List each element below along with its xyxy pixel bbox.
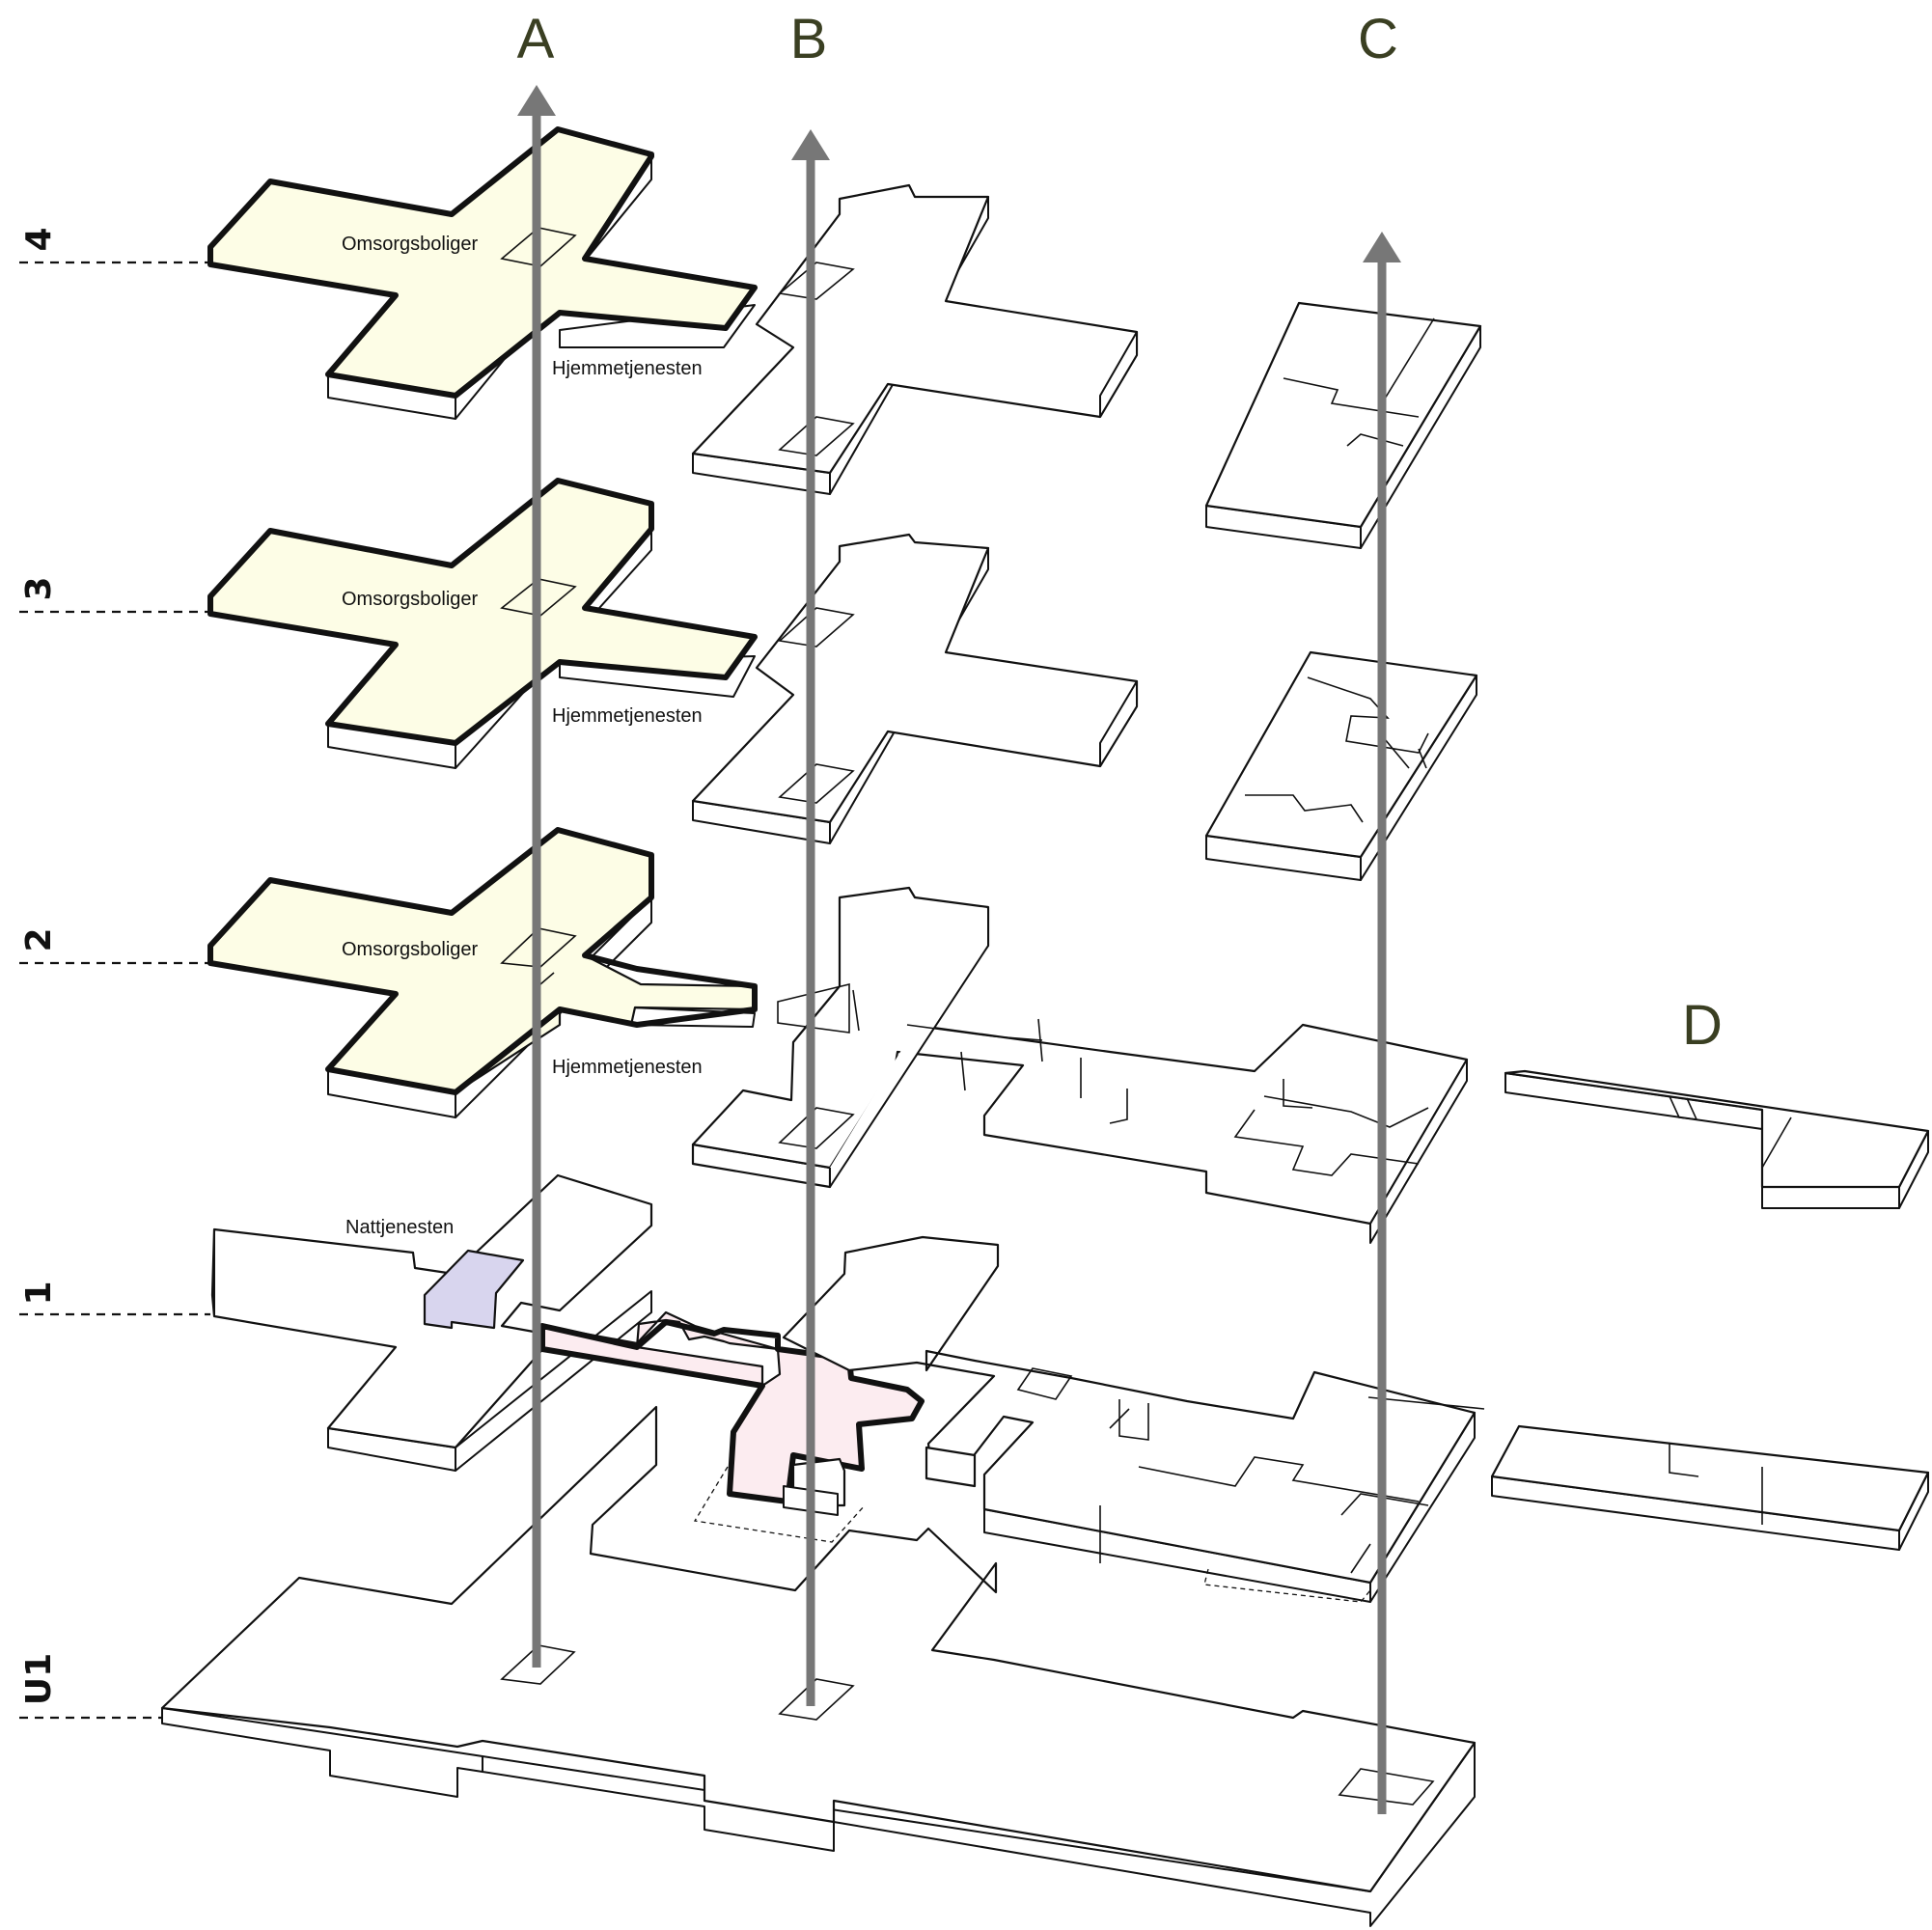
core-b-arrowhead	[791, 129, 830, 160]
core-label-c: C	[1358, 8, 1398, 70]
level-label-3: 3	[19, 576, 59, 600]
core-label-b: B	[790, 8, 828, 70]
building-d	[1490, 1069, 1930, 1551]
floor-plate-1	[210, 1173, 1485, 1603]
floor-plate-u1	[160, 1405, 1477, 1927]
level-label-u1: U1	[19, 1653, 59, 1705]
label-hjemmetjenesten-4: Hjemmetjenesten	[552, 358, 703, 379]
floor-plate-3	[207, 478, 1478, 881]
label-omsorgsboliger-4: Omsorgsboliger	[342, 234, 479, 255]
level-label-4: 4	[19, 227, 59, 251]
vertical-cores	[517, 85, 1401, 1814]
core-c-arrowhead	[1363, 232, 1401, 262]
label-hjemmetjenesten-2: Hjemmetjenesten	[552, 1057, 703, 1078]
label-nattjenesten-1: Nattjenesten	[345, 1217, 454, 1238]
core-label-a: A	[517, 8, 555, 70]
level-indicators: 4 3 2 1 U1	[19, 227, 210, 1720]
label-hjemmetjenesten-3: Hjemmetjenesten	[552, 705, 703, 727]
core-label-d: D	[1682, 994, 1723, 1057]
level-label-1: 1	[19, 1281, 59, 1305]
level-label-2: 2	[19, 927, 59, 951]
label-omsorgsboliger-3: Omsorgsboliger	[342, 589, 479, 610]
floor-plate-2	[207, 827, 1469, 1244]
label-omsorgsboliger-2: Omsorgsboliger	[342, 939, 479, 960]
floor-plate-4	[207, 126, 1482, 549]
core-a-arrowhead	[517, 85, 556, 116]
